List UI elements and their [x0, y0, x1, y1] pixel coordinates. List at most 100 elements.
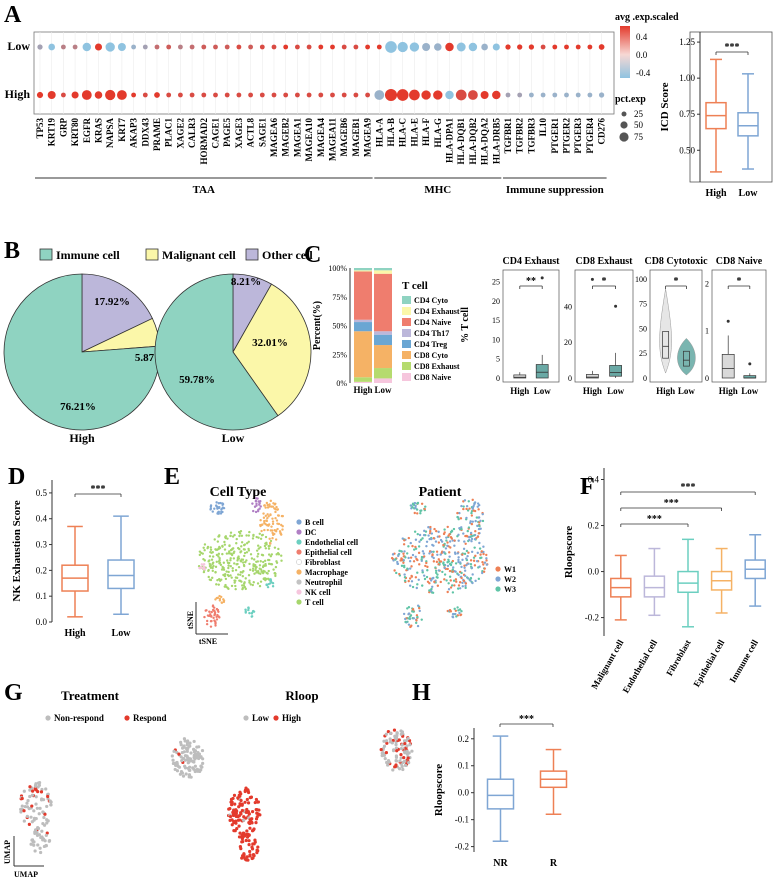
y-tick-label: 0.2 — [36, 565, 47, 575]
x-category-label: High — [719, 386, 738, 396]
gene-label: PRAME — [152, 118, 162, 151]
tsne-patient-point — [462, 532, 465, 535]
tsne-patient-point — [410, 504, 413, 507]
umap-point — [22, 789, 26, 793]
tsne-patient-point — [415, 508, 419, 511]
y-tick-label: 20 — [564, 338, 572, 347]
tsne-cell-point — [209, 548, 213, 552]
tsne-patient-point — [409, 541, 412, 545]
tsne-patient-point — [480, 550, 483, 553]
tsne-cell-point — [265, 519, 269, 523]
y-tick-label: 50 — [639, 324, 647, 333]
tsne-patient-point — [463, 574, 467, 577]
umap-point — [250, 810, 255, 814]
umap-point — [382, 739, 386, 743]
dot-low — [142, 44, 148, 50]
umap-point — [239, 846, 243, 851]
x-category-label: High — [64, 628, 86, 639]
y-tick-label: 100% — [328, 264, 347, 273]
tsne-patient-point — [410, 580, 414, 583]
tsne-patient-point — [466, 529, 469, 533]
tsne-cell-point — [244, 587, 247, 591]
box-body — [721, 354, 735, 379]
tsne-patient-point — [418, 563, 421, 566]
tsne-patient-point — [457, 556, 460, 559]
tsne-patient-point — [446, 564, 450, 568]
tsne-cell-point — [210, 619, 213, 623]
dot-high — [166, 92, 172, 98]
stack-legend-swatch — [402, 318, 411, 326]
stacked-bar-segment — [374, 345, 392, 369]
tsne-cell-point — [275, 553, 278, 556]
tsne-cell-point — [259, 519, 262, 522]
gene-label: PTGER3 — [573, 118, 583, 154]
tsne-cell-point — [259, 523, 262, 527]
pct-legend-title: pct.exp — [615, 94, 646, 105]
tsne-cell-point — [223, 540, 226, 544]
pie-legend-label: Malignant cell — [162, 248, 236, 262]
umap-point — [36, 826, 41, 831]
tsne-patient-point — [452, 527, 456, 531]
tsne-patient-point — [458, 511, 461, 515]
tsne-cell-point — [266, 513, 269, 516]
tsne-cell-point — [239, 529, 243, 533]
tsne-patient-point — [420, 555, 424, 559]
x-category-label: R — [550, 858, 558, 869]
tsne-patient-point — [435, 550, 439, 553]
umap-point — [394, 735, 399, 740]
stack-legend-label: CD4 Th17 — [414, 329, 449, 338]
subplot-title: CD8 Exhaust — [576, 256, 634, 267]
tsne-patient-point — [448, 609, 452, 612]
tsne-patient-point — [421, 550, 425, 553]
tsne-cell-point — [229, 531, 233, 534]
tsne-cell-point — [274, 565, 278, 569]
tsne-cell-point — [222, 598, 225, 601]
tsne-patient-point — [477, 577, 481, 581]
tsne-cell-point — [210, 551, 213, 555]
tsne-cell-point — [203, 543, 207, 546]
umap-point — [30, 793, 34, 797]
tsne-cell-point — [223, 543, 227, 546]
tsne-patient-point — [416, 571, 419, 574]
tsne-cell-point — [275, 561, 279, 564]
panel-label-h: H — [412, 680, 431, 706]
outlier-point — [614, 304, 618, 308]
tsne-cell-point — [215, 607, 219, 611]
tsne-patient-point — [456, 552, 460, 555]
umap-point — [39, 790, 44, 794]
tsne-patient-point — [461, 581, 464, 585]
tsne-cell-point — [217, 560, 221, 563]
tsne-patient-point — [480, 571, 484, 575]
dot-high — [154, 92, 160, 98]
tsne-cell-point — [252, 558, 256, 561]
dot-high — [455, 89, 467, 101]
y-tick-label: 25 — [639, 349, 647, 358]
exp-tick-1: 0.0 — [636, 50, 648, 60]
umap-point — [193, 752, 198, 756]
rloop-legend-dot — [243, 715, 249, 721]
tsne-cell-point — [225, 552, 229, 555]
tsne-patient-point — [390, 556, 394, 560]
tsne-patient-point — [458, 527, 461, 530]
tsne-cell-point — [213, 609, 216, 612]
stack-legend-label: CD4 Naive — [414, 318, 452, 327]
tsne-patient-point — [425, 561, 428, 565]
dot-high — [224, 92, 230, 98]
tsne-cell-point — [223, 548, 227, 551]
tsne-cell-point — [245, 542, 249, 545]
tsne-patient-point — [457, 573, 460, 577]
tsne-cell-point — [239, 560, 243, 563]
tsne-cell-point — [221, 565, 224, 569]
umap-point — [230, 803, 234, 807]
tsne-cell-point — [242, 570, 245, 573]
gene-label: HLA-B — [386, 118, 396, 147]
umap-point — [402, 755, 406, 760]
tsne-patient-point — [481, 512, 484, 516]
umap-point — [246, 789, 250, 793]
tsne-patient-point — [458, 581, 462, 584]
umap-point — [29, 815, 33, 819]
box-body — [677, 570, 699, 594]
tsne-cell-point — [209, 578, 213, 582]
tsne-cell-point — [270, 581, 273, 584]
tsne-patient-point — [466, 509, 470, 512]
